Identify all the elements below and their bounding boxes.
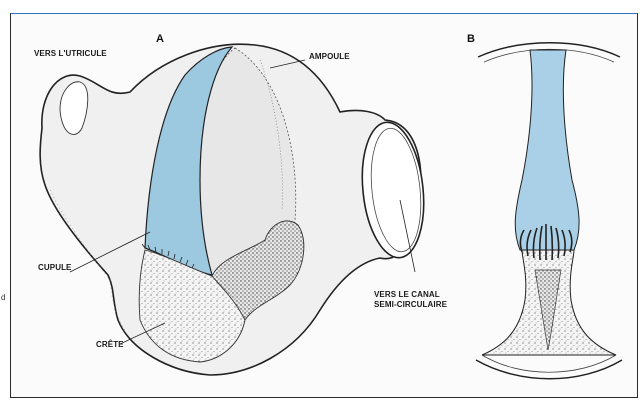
label-vers-canal-line2: SEMI-CIRCULAIRE xyxy=(374,300,447,310)
label-vers-utricule: VERS L'UTRICULE xyxy=(34,49,107,59)
ampulla-body xyxy=(40,44,430,375)
panel-a-label: A xyxy=(156,33,164,45)
margin-mark: d xyxy=(1,293,5,302)
cupula-cross-section xyxy=(476,43,622,379)
label-crete: CRÊTE xyxy=(96,340,124,350)
label-ampoule: AMPOULE xyxy=(309,52,350,62)
label-vers-canal-line1: VERS LE CANAL xyxy=(374,290,440,300)
label-cupule: CUPULE xyxy=(38,263,72,273)
panel-b-label: B xyxy=(467,33,475,45)
